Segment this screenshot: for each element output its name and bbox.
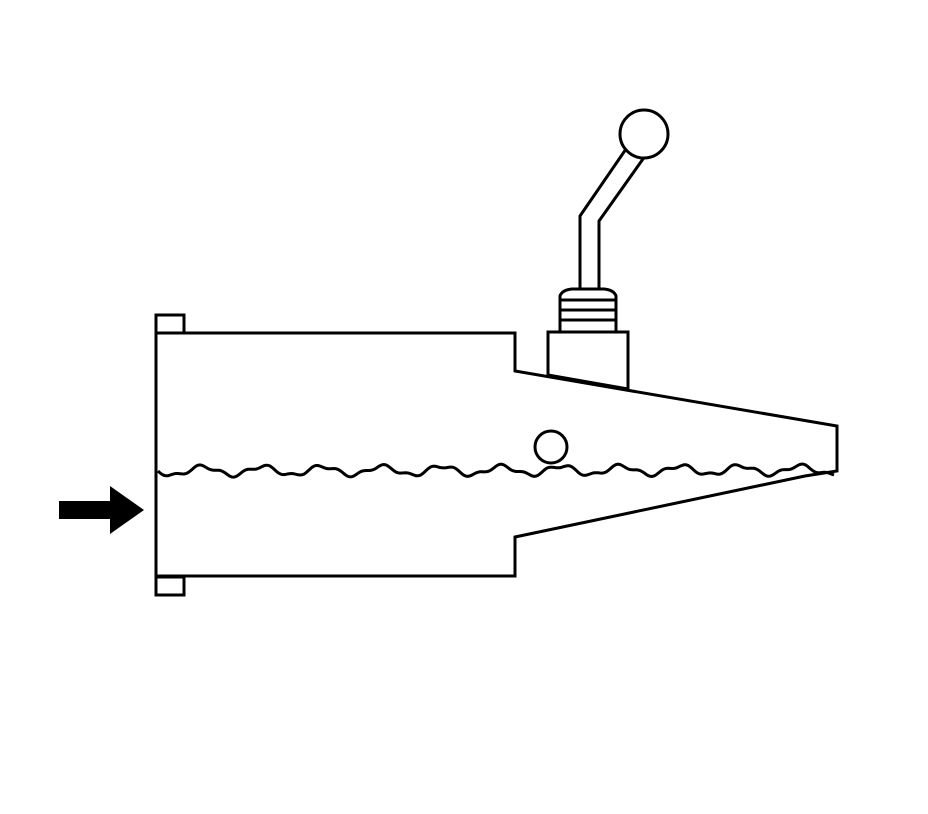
lever-knob (618, 108, 670, 160)
tool-body-outline (154, 331, 839, 578)
lever-handle (578, 146, 646, 291)
collar-threads (560, 298, 616, 322)
direction-arrow (59, 486, 144, 534)
pivot-pin (533, 429, 569, 465)
serrated-split-line (156, 462, 835, 479)
rear-flange-top-tab (154, 313, 186, 335)
rear-flange-bottom-tab (154, 575, 186, 597)
